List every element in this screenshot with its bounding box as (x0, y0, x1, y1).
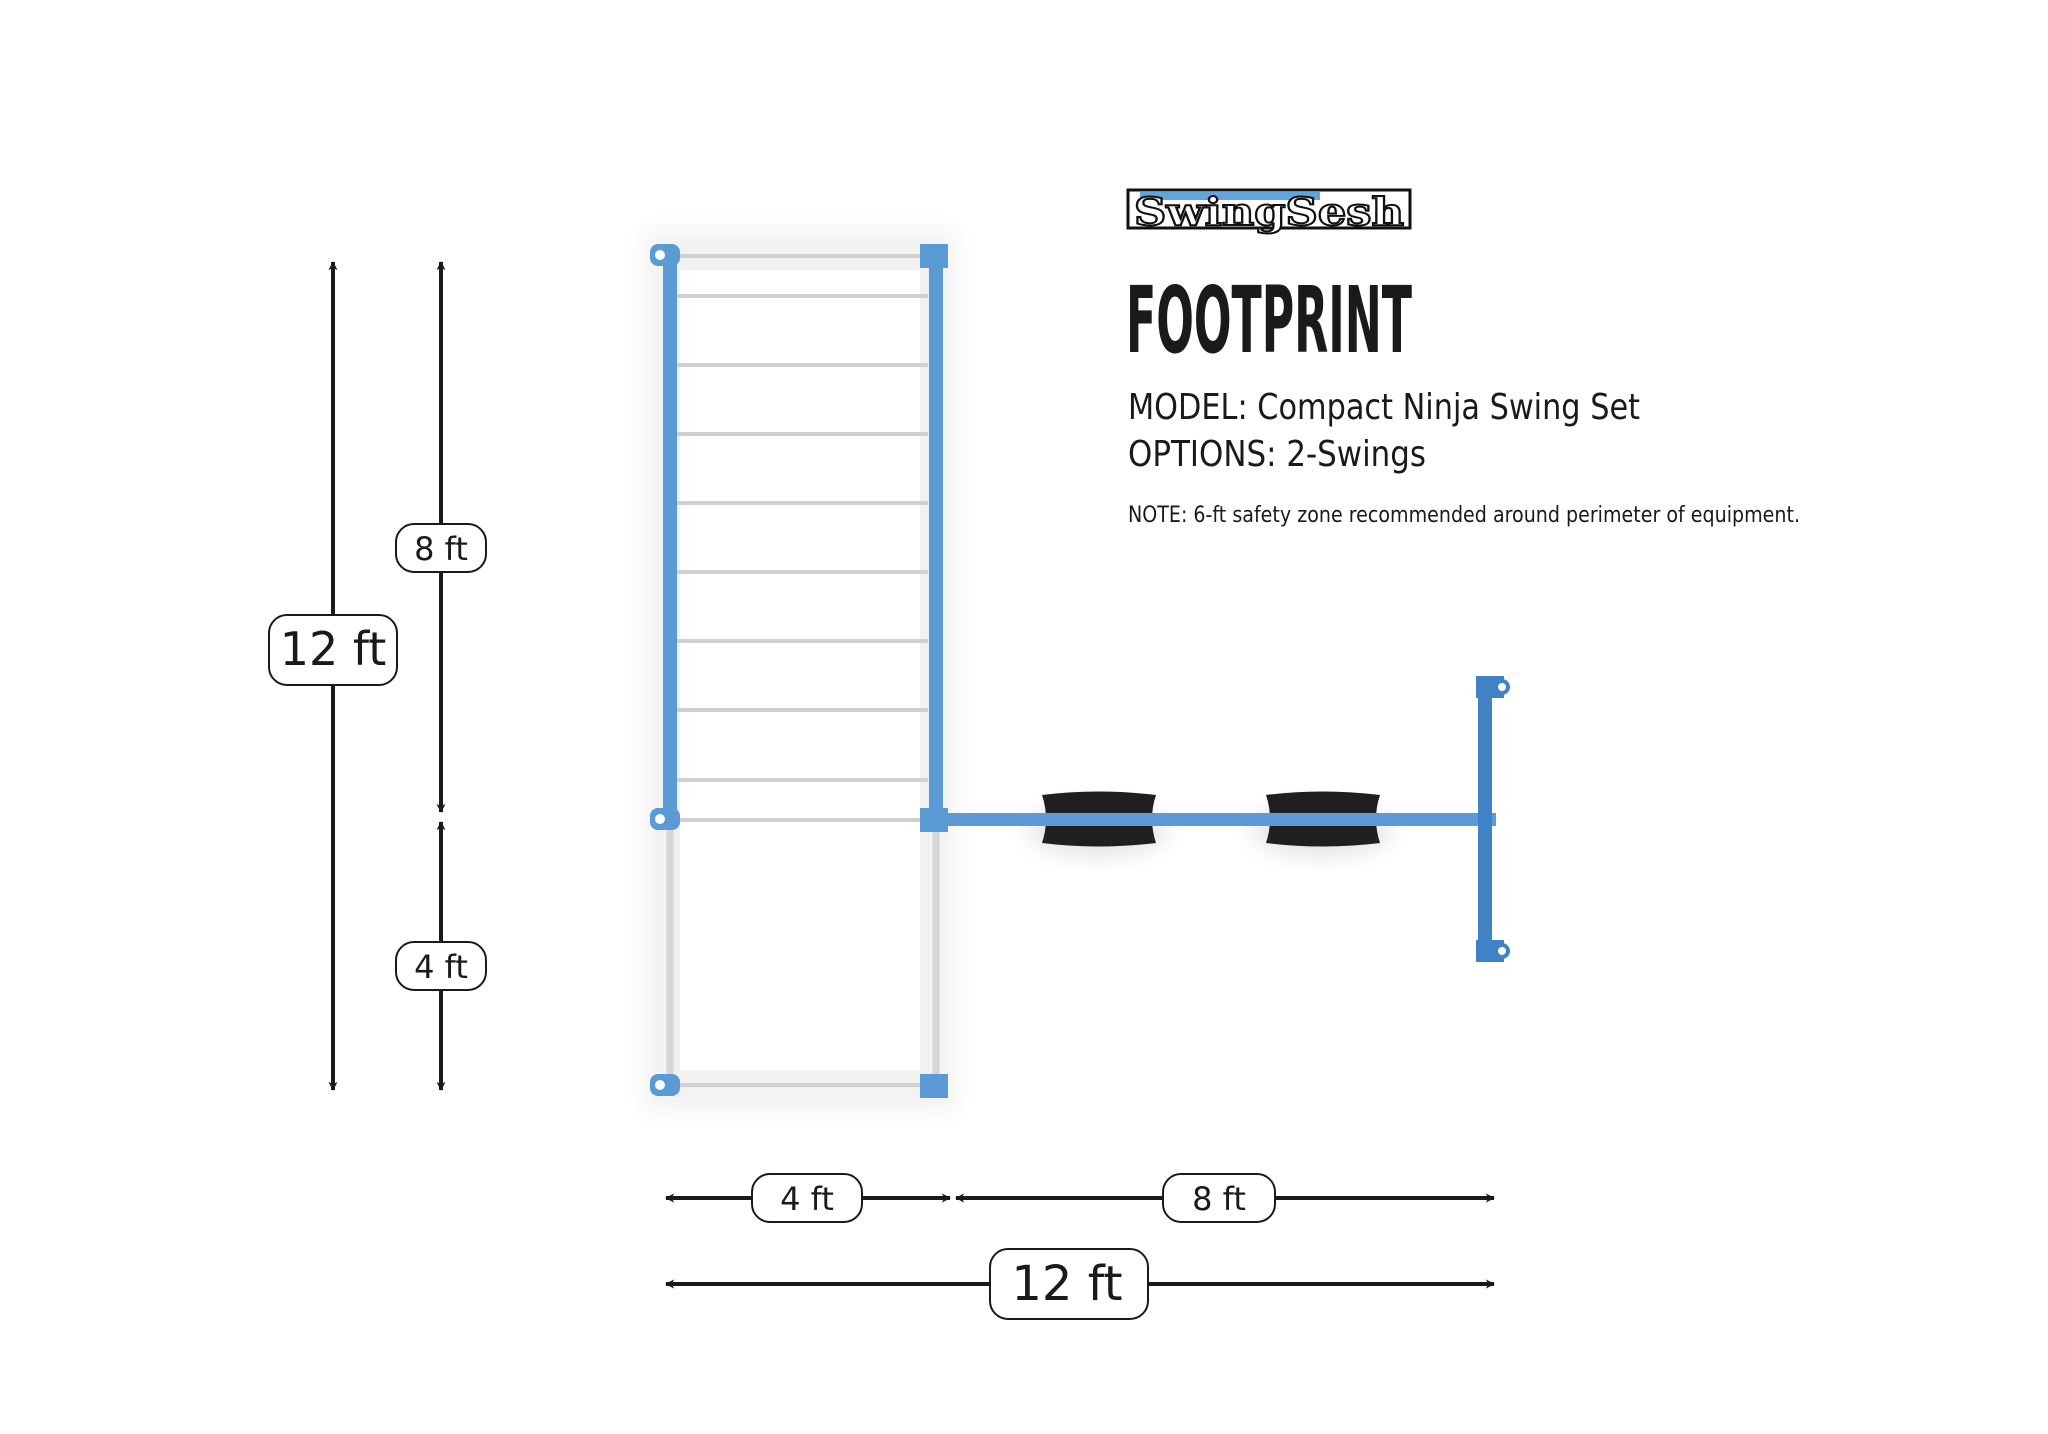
page-title: FOOTPRINT (1126, 267, 1412, 374)
a-frame-t-post (1478, 680, 1492, 960)
svg-text:12 ft: 12 ft (280, 622, 387, 676)
dim-label-vertical-upper: 8 ft (395, 523, 487, 573)
model-line: MODEL: Compact Ninja Swing Set (1128, 387, 1640, 428)
dim-label-horizontal-right: 8 ft (1162, 1173, 1276, 1223)
dim-label-vertical-total: 12 ft (268, 614, 398, 686)
swing-beam-assembly (940, 676, 1510, 962)
options-line: OPTIONS: 2-Swings (1128, 434, 1426, 475)
logo-text: SwingSesh (1134, 189, 1404, 234)
swing-beam (940, 813, 1496, 826)
ladder-brackets (650, 244, 948, 1098)
ladder-shadow-inner (680, 270, 920, 1070)
svg-text:4 ft: 4 ft (780, 1180, 834, 1218)
ladder-rail-left (663, 255, 677, 820)
svg-text:8 ft: 8 ft (414, 530, 468, 568)
dim-label-vertical-lower: 4 ft (395, 941, 487, 991)
svg-text:12 ft: 12 ft (1011, 1256, 1122, 1312)
monkey-bar-ladder (650, 244, 948, 1098)
swingsesh-logo: SwingSesh (1126, 188, 1412, 235)
ladder-rail-right (929, 255, 943, 820)
ladder-rungs (672, 254, 932, 1087)
dim-label-horizontal-left: 4 ft (751, 1173, 863, 1223)
note-line: NOTE: 6-ft safety zone recommended aroun… (1128, 503, 1800, 528)
dim-label-horizontal-total: 12 ft (989, 1248, 1149, 1320)
svg-text:8 ft: 8 ft (1192, 1180, 1246, 1218)
svg-text:4 ft: 4 ft (414, 948, 468, 986)
